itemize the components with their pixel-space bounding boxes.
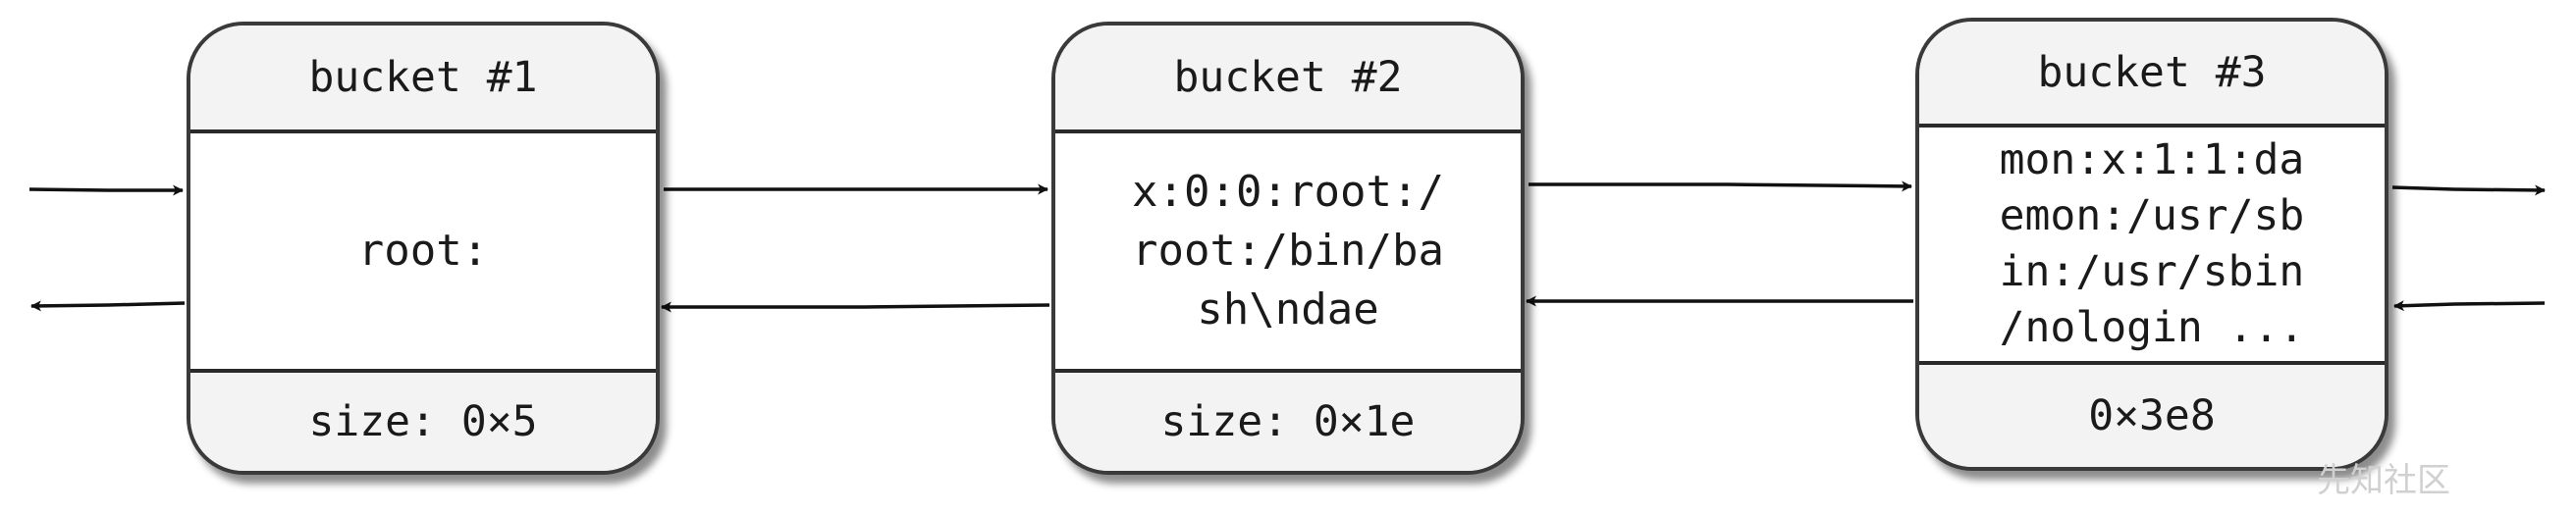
watermark: 先知社区 xyxy=(2317,461,2450,500)
bucket-1-content: root: xyxy=(190,129,656,373)
bucket-1-header: bucket #1 xyxy=(190,26,656,129)
content-line: x:0:0:root:/ xyxy=(1132,167,1444,217)
bucket-3-header: bucket #3 xyxy=(1919,22,2385,124)
bucket-3-size: 0×3e8 xyxy=(1919,365,2385,467)
outgoing-arrow-left xyxy=(29,300,186,312)
arrow-into-b3 xyxy=(2392,300,2546,312)
bucket-3-content: mon:x:1:1:da emon:/usr/sb in:/usr/sbin /… xyxy=(1919,124,2385,365)
bucket-1-size: size: 0×5 xyxy=(190,373,656,471)
bucket-1: bucket #1 root: size: 0×5 xyxy=(187,22,660,475)
arrow-b2-to-b1 xyxy=(660,301,1050,313)
bucket-2-content: x:0:0:root:/ root:/bin/ba sh\ndae xyxy=(1055,129,1521,373)
content-line: root:/bin/ba xyxy=(1132,226,1444,276)
incoming-arrow xyxy=(28,184,185,196)
bucket-2: bucket #2 x:0:0:root:/ root:/bin/ba sh\n… xyxy=(1051,22,1525,475)
content-line: mon:x:1:1:da xyxy=(1999,135,2305,184)
bucket-2-header: bucket #2 xyxy=(1055,26,1521,129)
content-line: root: xyxy=(357,226,489,276)
bucket-2-size: size: 0×1e xyxy=(1055,373,1521,471)
content-line: /nologin ... xyxy=(1999,303,2305,352)
arrow-b2-to-b3 xyxy=(1529,180,1913,192)
content-line: sh\ndae xyxy=(1197,284,1379,334)
bucket-3: bucket #3 mon:x:1:1:da emon:/usr/sb in:/… xyxy=(1915,18,2388,471)
content-line: in:/usr/sbin xyxy=(1999,247,2305,296)
arrow-b3-out xyxy=(2391,184,2547,196)
content-line: emon:/usr/sb xyxy=(1999,191,2305,240)
